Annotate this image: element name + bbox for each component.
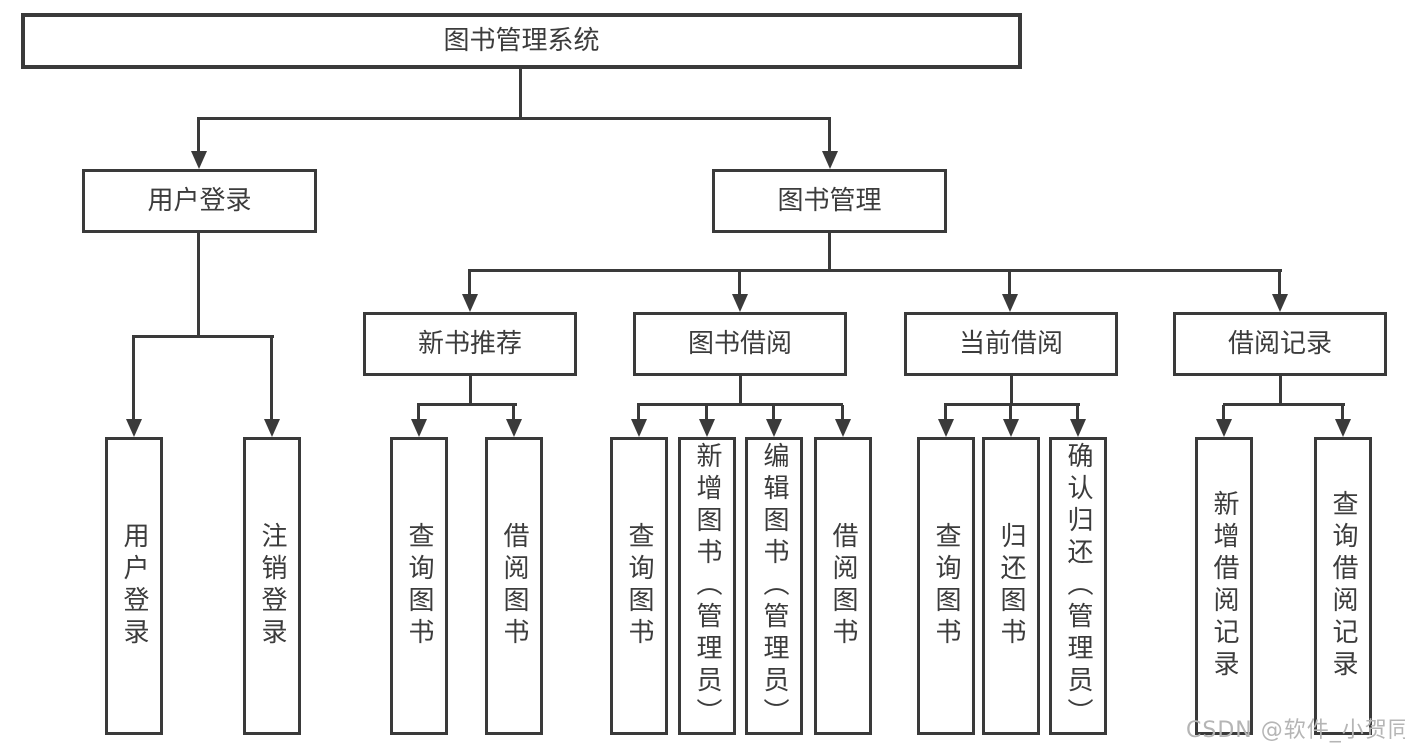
connector-stem: [739, 376, 742, 406]
connector-book-mgmt-crossbar: [468, 269, 1282, 272]
arrow-shaft: [705, 405, 708, 425]
node-library-management-system: 图书管理系统: [21, 13, 1022, 69]
connector-stem: [1279, 376, 1282, 406]
connector-arrow: [506, 405, 522, 437]
arrow-head-icon: [506, 419, 522, 437]
arrow-shaft: [841, 405, 844, 425]
node-book-borrowing: 图书借阅: [633, 312, 847, 376]
connector-arrow: [631, 405, 647, 437]
arrow-head-icon: [938, 419, 954, 437]
arrow-shaft: [1341, 405, 1344, 425]
connector-arrow: [766, 405, 782, 437]
arrow-head-icon: [1070, 419, 1086, 437]
arrow-head-icon: [264, 419, 280, 437]
connector-arrow: [1070, 405, 1086, 437]
arrow-shaft: [772, 405, 775, 425]
connector-stem: [469, 376, 472, 406]
connector-arrow: [1002, 271, 1018, 312]
connector-arrow: [411, 405, 427, 437]
leaf-borrow-books-recommend: 借阅图书: [485, 437, 543, 735]
connector-arrow: [822, 119, 838, 169]
arrow-head-icon: [1335, 419, 1351, 437]
csdn-watermark: CSDN @软件_小贺同学: [1186, 718, 1405, 743]
arrow-head-icon: [822, 151, 838, 169]
connector-arrow: [462, 271, 478, 312]
connector-arrow: [1335, 405, 1351, 437]
arrow-shaft: [1222, 405, 1225, 425]
connector-arrow: [1003, 405, 1019, 437]
connector-crossbar: [1223, 403, 1345, 406]
connector-stem: [1010, 376, 1013, 406]
arrow-head-icon: [835, 419, 851, 437]
connector-arrow: [938, 405, 954, 437]
arrow-shaft: [468, 271, 471, 300]
leaf-query-borrow-record: 查询借阅记录: [1314, 437, 1372, 735]
leaf-add-borrow-record: 新增借阅记录: [1195, 437, 1253, 735]
node-borrowing-records: 借阅记录: [1173, 312, 1387, 376]
arrow-shaft: [1009, 405, 1012, 425]
arrow-head-icon: [766, 419, 782, 437]
arrow-head-icon: [1216, 419, 1232, 437]
node-current-borrowing: 当前借阅: [904, 312, 1118, 376]
node-book-management-branch: 图书管理: [712, 169, 947, 233]
connector-crossbar: [637, 403, 843, 406]
arrow-shaft: [197, 119, 200, 157]
arrow-shaft: [270, 337, 273, 425]
leaf-user-login: 用户登录: [105, 437, 163, 735]
arrow-head-icon: [699, 419, 715, 437]
leaf-add-books-admin: 新增图书（管理员）: [678, 437, 736, 735]
arrow-head-icon: [411, 419, 427, 437]
arrow-shaft: [637, 405, 640, 425]
connector-arrow: [732, 271, 748, 312]
arrow-shaft: [417, 405, 420, 425]
connector-arrow: [699, 405, 715, 437]
node-user-login-branch: 用户登录: [82, 169, 317, 233]
arrow-shaft: [1278, 271, 1281, 300]
connector-crossbar: [944, 403, 1080, 406]
arrow-head-icon: [631, 419, 647, 437]
connector-root-stem: [519, 69, 522, 119]
connector-user-login-stem: [197, 233, 200, 337]
leaf-return-books: 归还图书: [982, 437, 1040, 735]
connector-book-mgmt-stem: [828, 233, 831, 271]
arrow-shaft: [944, 405, 947, 425]
leaf-borrow-books: 借阅图书: [814, 437, 872, 735]
leaf-edit-books-admin: 编辑图书（管理员）: [745, 437, 803, 735]
leaf-query-books-recommend: 查询图书: [390, 437, 448, 735]
leaf-query-books-borrowing: 查询图书: [610, 437, 668, 735]
arrow-head-icon: [126, 419, 142, 437]
arrow-shaft: [1076, 405, 1079, 425]
arrow-shaft: [132, 337, 135, 425]
connector-arrow: [835, 405, 851, 437]
connector-arrow: [191, 119, 207, 169]
leaf-logout: 注销登录: [243, 437, 301, 735]
arrow-shaft: [738, 271, 741, 300]
arrow-shaft: [1008, 271, 1011, 300]
connector-user-login-crossbar: [132, 335, 274, 338]
connector-arrow: [1272, 271, 1288, 312]
arrow-head-icon: [462, 294, 478, 312]
node-new-book-recommend: 新书推荐: [363, 312, 577, 376]
arrow-shaft: [828, 119, 831, 157]
arrow-head-icon: [732, 294, 748, 312]
connector-arrow: [264, 337, 280, 437]
arrow-head-icon: [1003, 419, 1019, 437]
connector-root-crossbar: [197, 117, 831, 120]
leaf-query-books-current: 查询图书: [917, 437, 975, 735]
arrow-shaft: [512, 405, 515, 425]
arrow-head-icon: [1272, 294, 1288, 312]
connector-arrow: [126, 337, 142, 437]
arrow-head-icon: [191, 151, 207, 169]
arrow-head-icon: [1002, 294, 1018, 312]
connector-crossbar: [417, 403, 517, 406]
connector-arrow: [1216, 405, 1232, 437]
leaf-confirm-return-admin: 确认归还（管理员）: [1049, 437, 1107, 735]
